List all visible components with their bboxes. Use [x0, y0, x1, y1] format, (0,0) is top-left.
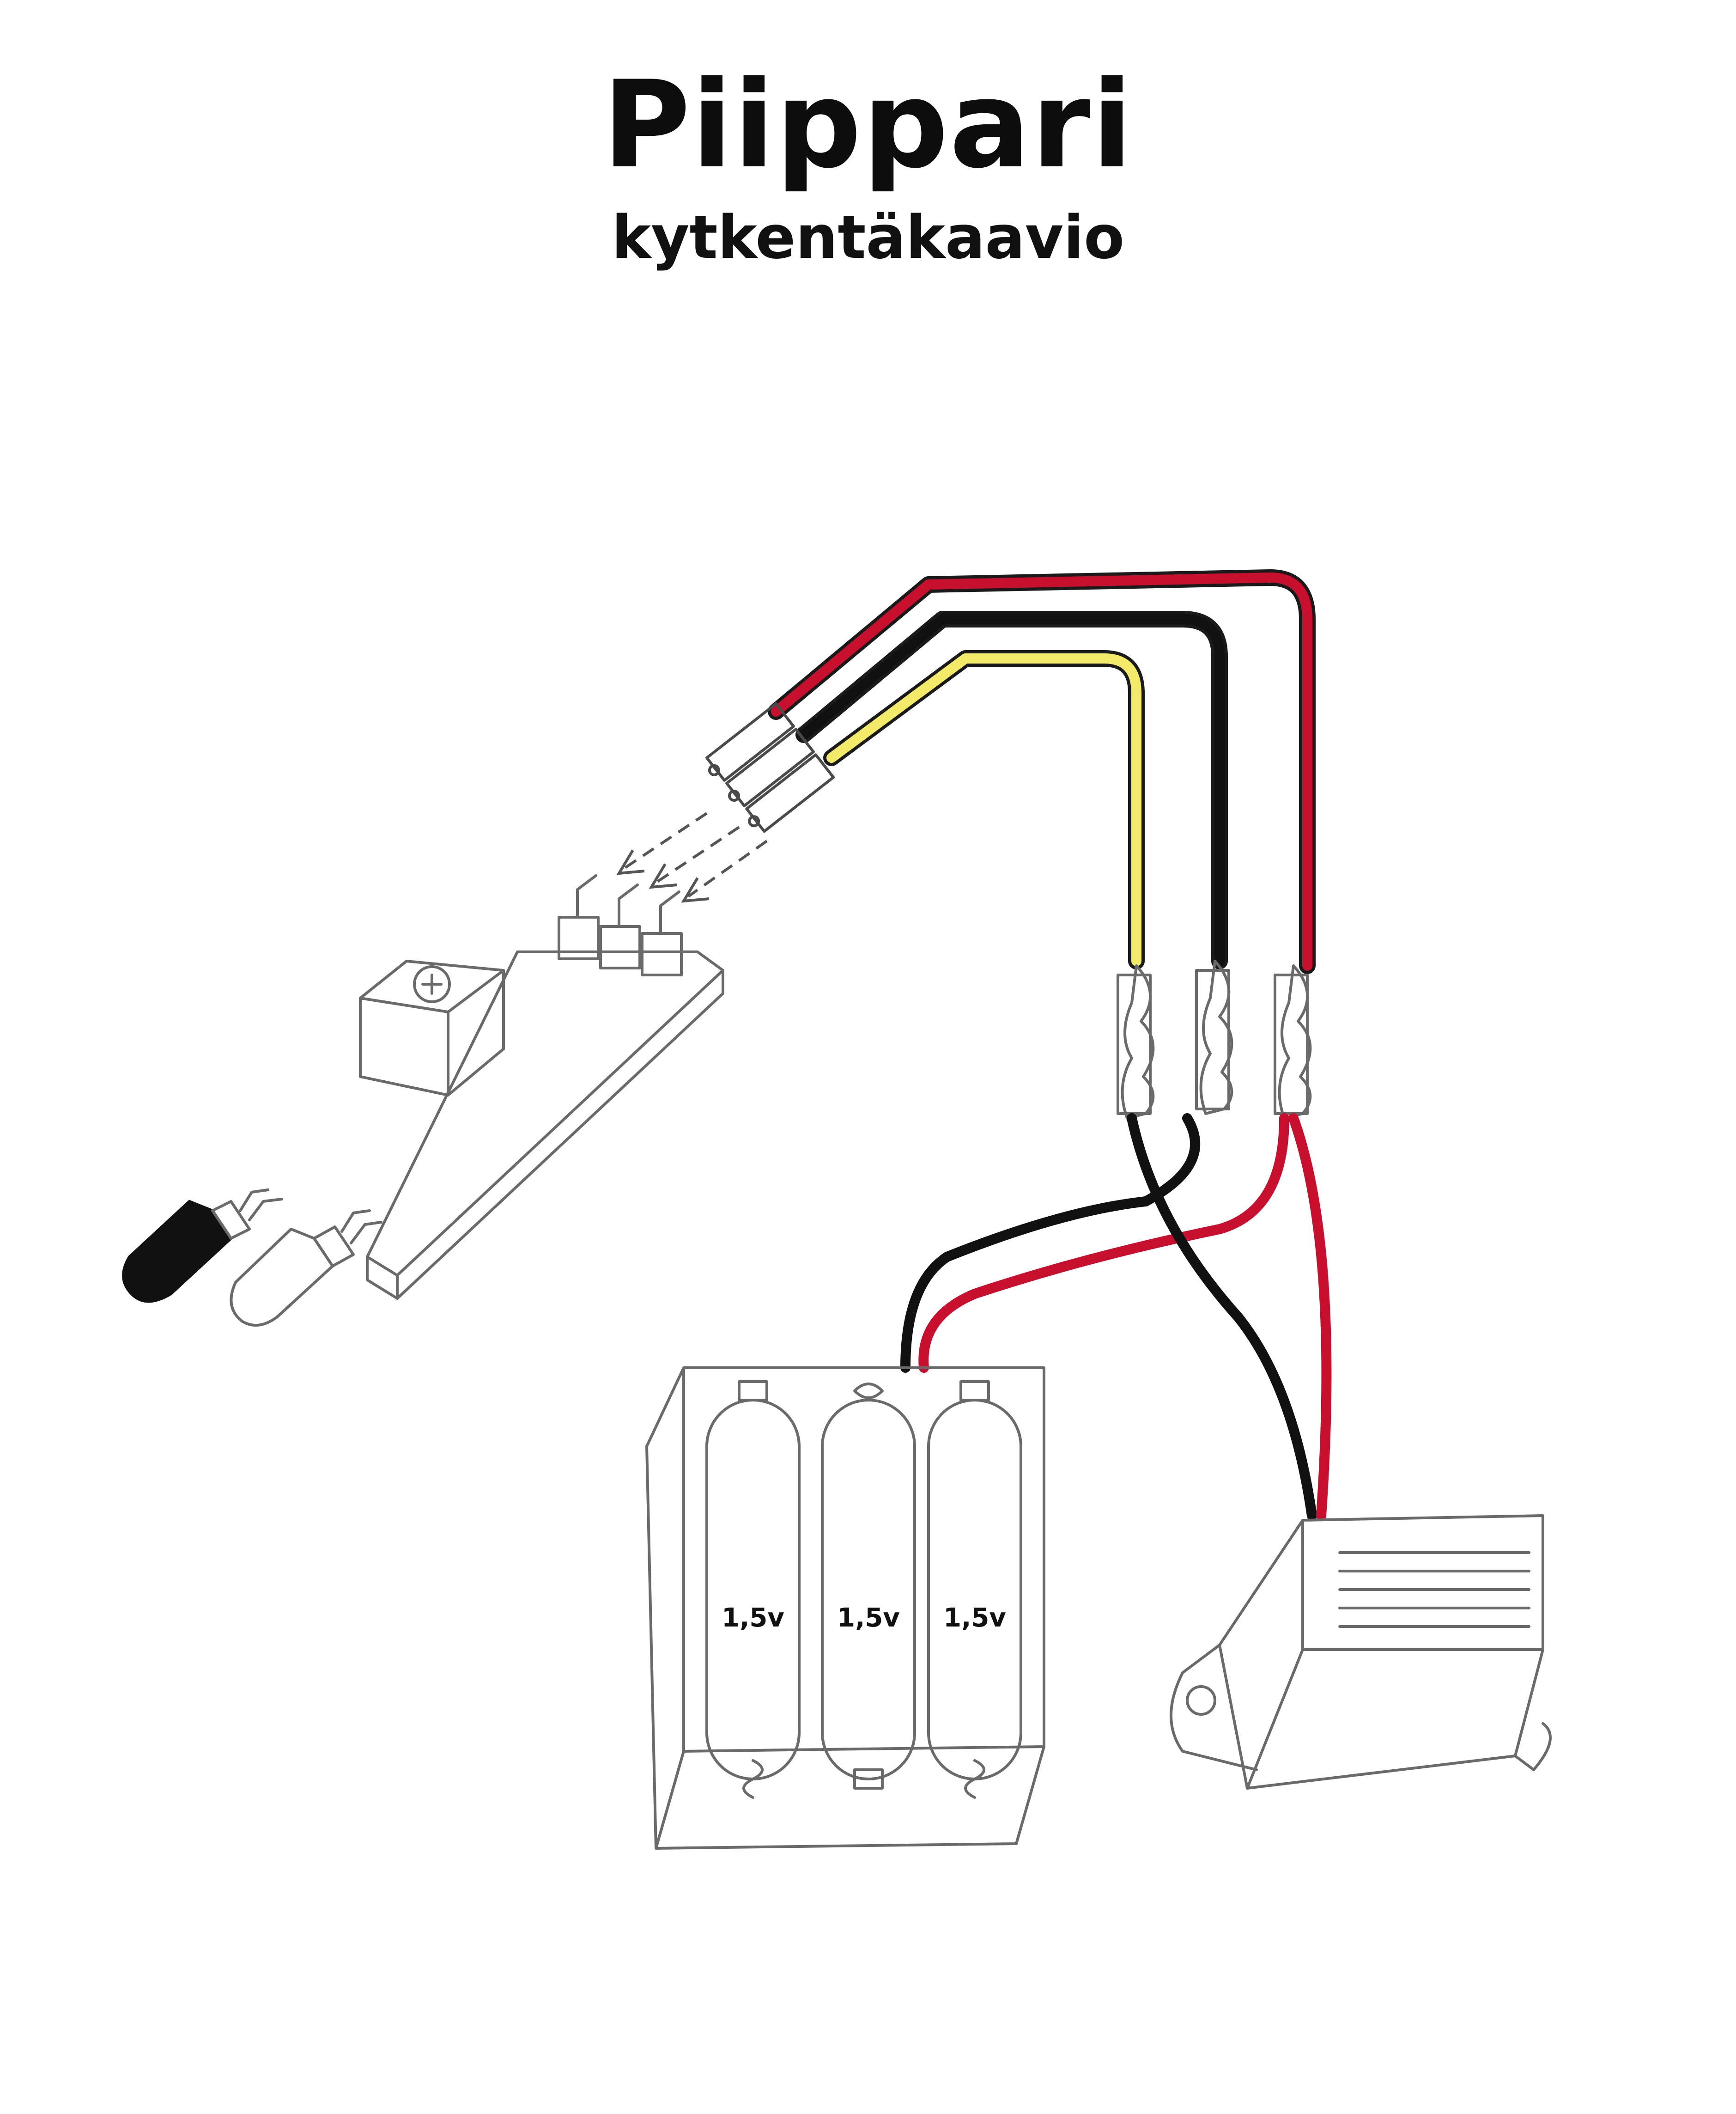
connection-arrows: [616, 812, 768, 903]
buzzer-vent-icon: [1338, 1551, 1530, 1628]
black-wire-buzzer: [1127, 1113, 1317, 1521]
battery-label-1: 1,5v: [722, 1603, 784, 1633]
sensor-board: [122, 874, 724, 1327]
battery-cell-1: [705, 1380, 801, 1799]
ir-led: [122, 1188, 283, 1303]
terminal-blocks: [1117, 960, 1312, 1120]
red-wire: [771, 573, 1312, 971]
red-wire-buzzer: [1288, 1113, 1332, 1521]
pin-header: [558, 874, 683, 976]
yellow-wire: [826, 653, 1141, 966]
lower-wires: [900, 1113, 1332, 1521]
battery-cell-3: [927, 1380, 1022, 1799]
black-wire-battery: [900, 1113, 1201, 1373]
adjust-screw-icon: [421, 974, 443, 995]
battery-label-3: 1,5v: [943, 1603, 1006, 1633]
buzzer: [1170, 1514, 1552, 1790]
red-wire-battery: [918, 1113, 1289, 1373]
potentiometer: [359, 960, 505, 1097]
battery-label-2: 1,5v: [837, 1603, 900, 1633]
dupont-connectors: [705, 702, 835, 833]
battery-cell-2: [821, 1383, 916, 1790]
photo-led: [230, 1209, 382, 1327]
ribbon-cable: [768, 569, 1316, 974]
black-wire: [799, 614, 1225, 966]
diagram-title: Piippari: [602, 55, 1134, 195]
battery-holder: 1,5v 1,5v 1,5v: [645, 1366, 1045, 1850]
diagram-subtitle: kytkentäkaavio: [611, 203, 1125, 272]
